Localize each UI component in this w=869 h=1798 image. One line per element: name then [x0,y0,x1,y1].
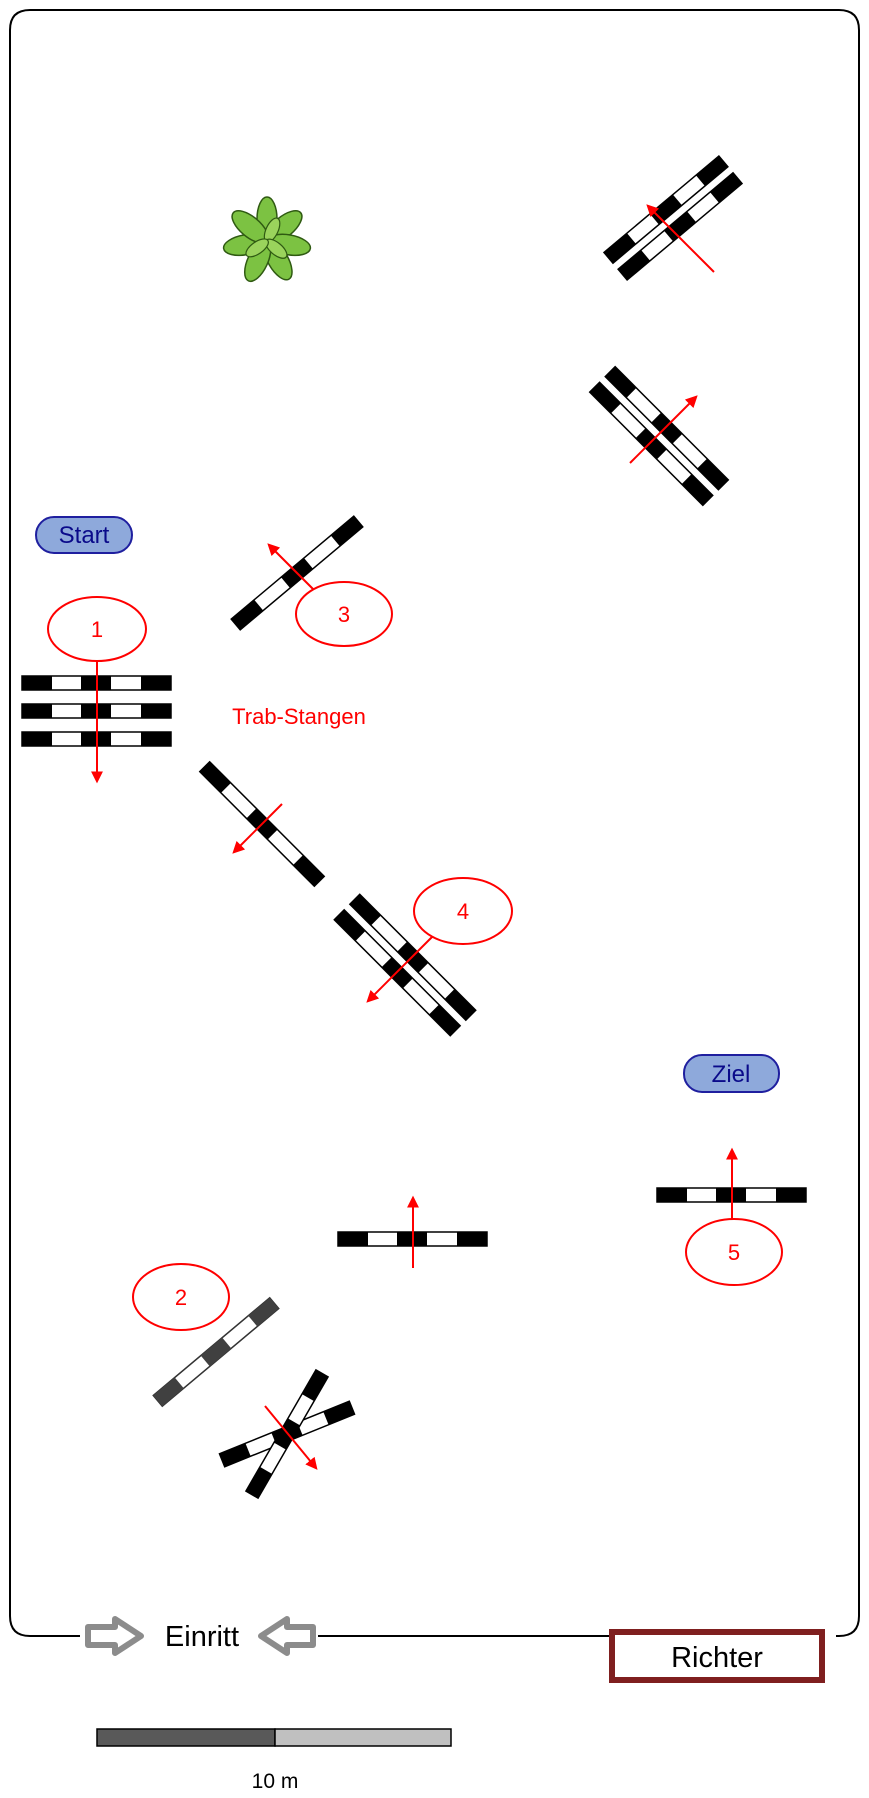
trot-poles [21,661,172,784]
jump-2-gray-pole [152,1296,280,1408]
number-4: 4 [457,899,469,924]
scale-label: 10 m [252,1770,299,1793]
number-badge-5: 5 [685,1218,783,1286]
number-5: 5 [728,1240,740,1265]
jump-single-diagonal [198,760,326,888]
jump-double-top-right-b [588,365,730,507]
start-badge: Start [35,516,133,554]
number-badge-3: 3 [295,581,393,647]
number-1: 1 [91,617,103,642]
jump-4 [333,893,477,1037]
plant-icon [222,196,312,283]
goal-badge: Ziel [683,1054,780,1093]
judge-box: Richter [609,1629,825,1683]
goal-label: Ziel [712,1061,751,1088]
number-badge-2: 2 [132,1263,230,1331]
number-badge-1: 1 [47,596,147,662]
number-2: 2 [175,1285,187,1310]
number-badge-4: 4 [413,877,513,945]
entrance-label: Einritt [165,1621,239,1653]
jump-5 [656,1147,807,1237]
jump-3 [230,515,364,631]
number-3: 3 [338,602,350,627]
jump-single-middle [337,1195,488,1268]
jump-2-cross [218,1368,356,1500]
arena-boundary [9,9,860,1637]
entrance: Einritt [85,1616,316,1656]
judge-label: Richter [671,1642,763,1674]
trot-poles-label: Trab-Stangen [232,704,366,729]
scale-bar: 10 m [96,1728,452,1793]
jump-double-top-right-a [602,154,744,282]
arrow-left-outline-icon [258,1616,316,1656]
start-label: Start [59,522,110,549]
arrow-right-outline-icon [85,1616,144,1656]
